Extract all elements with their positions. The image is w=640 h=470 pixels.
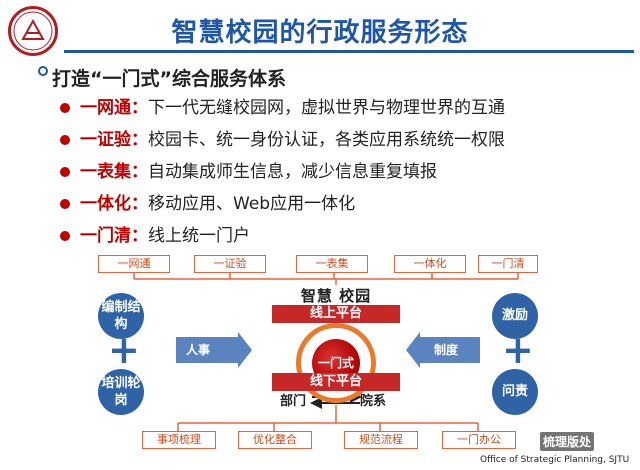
item-desc: 下一代无缝校园网，虚拟世界与物理世界的互通 (148, 98, 505, 118)
main-point: 打造“一门式”综合服务体系 (38, 64, 286, 91)
list-item: 一网通：下一代无缝校园网，虚拟世界与物理世界的互通 (60, 96, 505, 128)
hr-arrow: 人事 (176, 332, 252, 368)
item-key: 一证验： (80, 130, 148, 150)
item-desc: 线上统一门户 (148, 226, 250, 246)
plus-icon: + (108, 328, 140, 372)
bottom-box: 优化整合 (238, 431, 312, 449)
red-dot-icon (60, 199, 70, 209)
main-point-text: 打造“一门式”综合服务体系 (52, 68, 286, 90)
center-title: 智慧 校园 (300, 287, 372, 305)
item-key: 一门清： (80, 226, 148, 246)
top-box: 一门清 (478, 255, 538, 273)
item-desc: 自动集成师生信息，减少信息重复填报 (148, 162, 437, 182)
item-key: 一网通： (80, 98, 148, 118)
list-item: 一证验：校园卡、统一身份认证，各类应用系统统一权限 (60, 128, 505, 160)
slide-title: 智慧校园的行政服务形态 (171, 18, 469, 48)
right-circle-incentive: 激励 (492, 293, 538, 339)
footer-credit: Office of Strategic Planning, SJTU (480, 455, 630, 465)
item-desc: 移动应用、Web应用一体化 (148, 194, 356, 214)
item-key: 一体化： (80, 194, 148, 214)
top-box: 一体化 (394, 255, 466, 273)
red-dot-icon (60, 135, 70, 145)
offline-platform-bar: 线下平台 (272, 373, 400, 391)
watermark: 梳理版处 (540, 432, 595, 451)
dept-right-label: 院系 (360, 394, 387, 409)
bullet-list: 一网通：下一代无缝校园网，虚拟世界与物理世界的互通 一证验：校园卡、统一身份认证… (60, 96, 505, 256)
university-logo (8, 6, 58, 56)
right-circle-accountability: 问责 (492, 369, 538, 415)
red-dot-icon (60, 167, 70, 177)
bottom-box: 事项梳理 (142, 431, 216, 449)
red-dot-icon (60, 103, 70, 113)
connector-lines (133, 273, 519, 431)
bottom-box: 规范流程 (344, 431, 418, 449)
list-item: 一体化：移动应用、Web应用一体化 (60, 192, 505, 224)
top-box: 一网通 (98, 255, 170, 273)
online-platform-bar: 线上平台 (272, 305, 400, 323)
service-diagram: 一网通 一证验 一表集 一体化 一门清 编制结构 + 培训轮岗 激励 + 问责 … (98, 255, 538, 449)
policy-arrow: 制度 (406, 332, 480, 368)
dept-left-label: 部门 (280, 394, 307, 409)
list-item: 一门清：线上统一门户 (60, 224, 505, 256)
left-circle-training: 培训轮岗 (98, 369, 144, 415)
item-key: 一表集： (80, 162, 148, 182)
bottom-box: 一门办公 (442, 431, 516, 449)
bullet-circle-icon (38, 66, 48, 76)
title-rule (64, 50, 634, 53)
red-dot-icon (60, 231, 70, 241)
plus-icon: + (502, 328, 534, 372)
item-desc: 校园卡、统一身份认证，各类应用系统统一权限 (148, 130, 505, 150)
left-circle-structure: 编制结构 (98, 293, 144, 339)
top-box: 一证验 (194, 255, 266, 273)
list-item: 一表集：自动集成师生信息，减少信息重复填报 (60, 160, 505, 192)
top-box: 一表集 (296, 255, 368, 273)
